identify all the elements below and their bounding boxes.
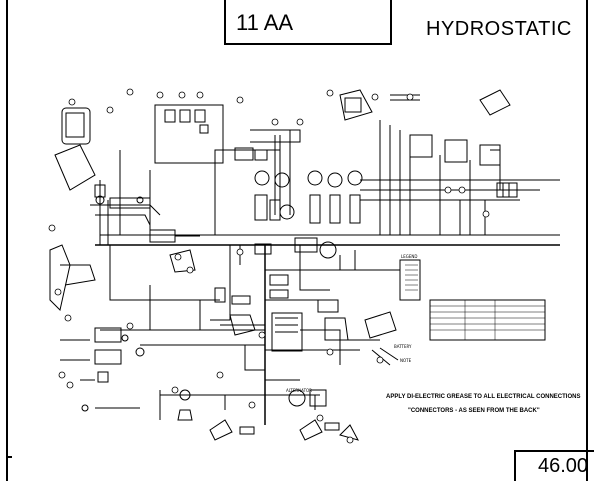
control-module xyxy=(154,104,224,164)
parts-table xyxy=(429,299,546,341)
fuse-block xyxy=(496,182,518,198)
right-relay-b xyxy=(444,139,468,163)
left-switch-a xyxy=(94,327,122,343)
legend-label: LEGEND xyxy=(401,254,417,259)
page-title: HYDROSTATIC xyxy=(426,18,572,40)
legend-box xyxy=(399,259,421,301)
right-relay-c xyxy=(479,144,501,166)
gauge-1 xyxy=(254,170,270,186)
center-relay xyxy=(271,312,303,352)
frame-rail-part xyxy=(49,244,71,311)
section-code-box: 11 AA xyxy=(224,0,392,45)
connector-note: "CONNECTORS - AS SEEN FROM THE BACK" xyxy=(408,408,540,414)
alternator xyxy=(288,389,306,407)
gauge-5 xyxy=(347,170,363,186)
grease-note: APPLY DI-ELECTRIC GREASE TO ALL ELECTRIC… xyxy=(386,394,580,400)
callout-markers xyxy=(48,88,490,444)
bottom-left-bracket xyxy=(209,419,233,441)
left-gauge-cluster xyxy=(61,107,91,145)
battery-label: BATTERY xyxy=(394,344,412,349)
right-relay-a xyxy=(409,134,433,158)
gauge-3 xyxy=(307,170,323,186)
frame-corner-mark xyxy=(6,456,12,481)
gauge-6 xyxy=(279,204,295,220)
bottom-right-bracket xyxy=(299,419,323,441)
gauge-4 xyxy=(327,172,343,188)
center-connector xyxy=(294,237,318,253)
battery-area xyxy=(364,311,397,339)
note-label: NOTE xyxy=(400,358,412,363)
page-number: 46.00 xyxy=(538,455,589,477)
gauge-2 xyxy=(274,172,290,188)
page-number-box: 46.00 xyxy=(514,450,594,481)
page-frame xyxy=(6,0,588,481)
left-bracket-part xyxy=(54,144,96,191)
right-gauge-cluster xyxy=(339,89,373,121)
section-code: 11 AA xyxy=(236,10,294,35)
alternator-label: ALTERNATOR xyxy=(286,388,312,393)
left-switch-b xyxy=(94,349,122,365)
